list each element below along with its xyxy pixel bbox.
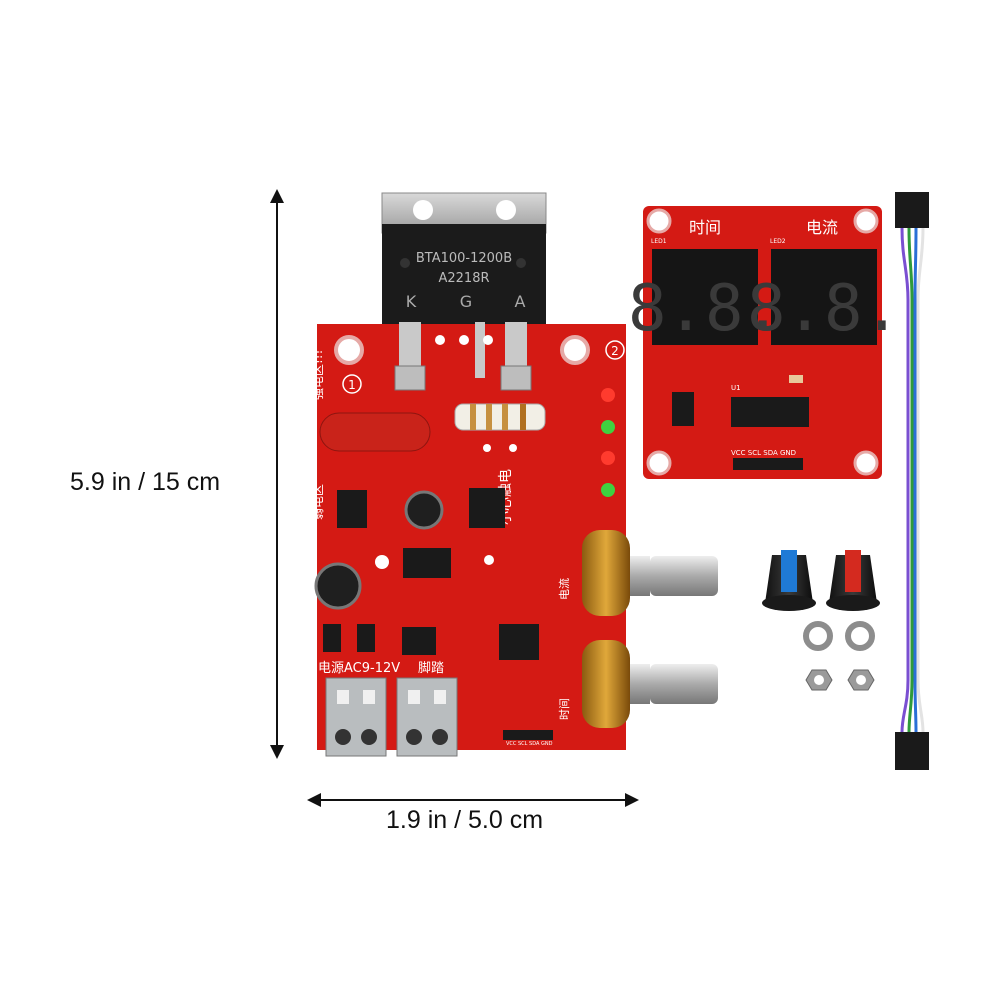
- potentiometer-current: [582, 530, 718, 616]
- display-header-pins: [733, 458, 803, 470]
- led1-label: LED1: [651, 238, 667, 245]
- terminal-label-power: 电源AC9-12V: [318, 661, 400, 676]
- triac-pin-a: A: [515, 292, 526, 311]
- height-dimension-label: 5.9 in / 15 cm: [70, 468, 221, 496]
- triac-batch-code: A2218R: [438, 271, 489, 286]
- led-red-1: [601, 388, 615, 402]
- triac-component: BTA100-1200B A2218R K G A: [381, 192, 547, 324]
- terminal-block-power: [325, 677, 387, 757]
- digits-time: 8.8.: [628, 272, 782, 346]
- display-header-label: VCC SCL SDA GND: [731, 449, 796, 457]
- chip-label: U1: [731, 384, 741, 392]
- display-label-time: 时间: [689, 218, 721, 237]
- silk-high-voltage: 强电区!!!: [311, 350, 325, 400]
- width-dimension-label: 1.9 in / 5.0 cm: [386, 806, 544, 834]
- main-header-pins: [503, 730, 553, 740]
- electrolytic-cap-1: [404, 490, 444, 530]
- mark-2: 2: [611, 344, 619, 358]
- washer-1: [803, 621, 833, 651]
- silk-time: 时间: [558, 698, 571, 720]
- terminal-label-foot: 脚踏: [418, 660, 444, 676]
- triac-part-number: BTA100-1200B: [416, 251, 512, 266]
- triac-pin-k: K: [406, 292, 417, 311]
- digits-current: 8.8.: [747, 272, 901, 346]
- dupont-cable: [895, 192, 929, 770]
- main-header-label: VCC SCL SDA GND: [506, 741, 553, 747]
- display-pcb-board: 时间 电流 LED1 LED2 8.8. 8.8. U1 VCC SCL SDA…: [628, 206, 901, 479]
- silk-low-voltage: 弱电区: [311, 484, 325, 520]
- display-driver-chip: [731, 397, 809, 427]
- knob-blue: [762, 550, 816, 611]
- potentiometer-time: [582, 640, 718, 728]
- terminal-block-foot: [396, 677, 458, 757]
- electrolytic-cap-2: [314, 562, 362, 610]
- x-capacitor: [319, 412, 431, 452]
- display-label-current: 电流: [806, 218, 838, 237]
- led-green-1: [601, 420, 615, 434]
- seven-seg-display-time: [652, 249, 758, 345]
- seven-seg-display-current: [771, 249, 877, 345]
- led2-label: LED2: [770, 238, 786, 245]
- triac-pin-g: G: [460, 292, 472, 311]
- main-pcb-board: 1 2 小心触电 强电区!!! 弱电区: [311, 322, 718, 757]
- power-resistor: [454, 403, 546, 431]
- mark-1: 1: [348, 378, 356, 392]
- washer-2: [845, 621, 875, 651]
- silk-current: 电流: [557, 578, 571, 600]
- knob-red: [826, 550, 880, 611]
- led-green-2: [601, 483, 615, 497]
- led-red-2: [601, 451, 615, 465]
